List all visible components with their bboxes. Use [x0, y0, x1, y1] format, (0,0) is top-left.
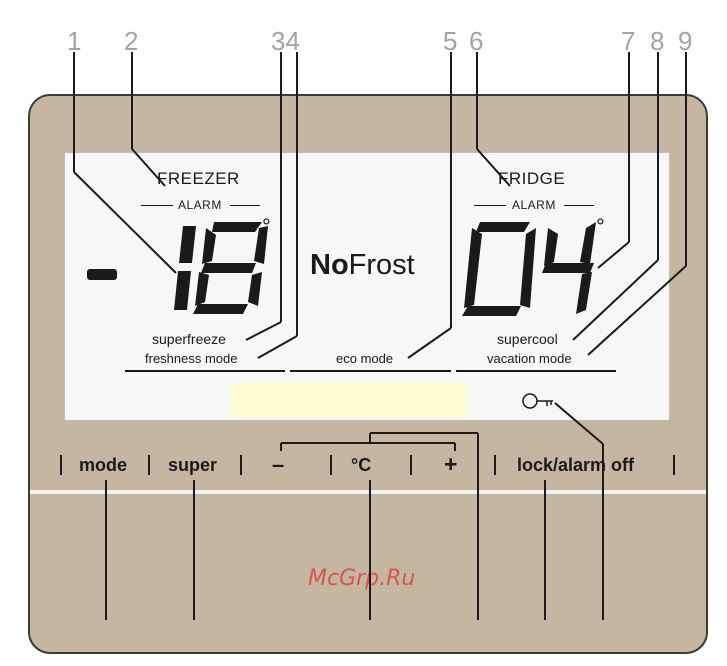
fridge-mode-line	[456, 370, 616, 372]
unit-button[interactable]: °C	[351, 455, 372, 475]
watermark: McGrp.Ru	[308, 566, 416, 591]
freezer-temperature-digits	[174, 222, 268, 314]
fridge-vacation-mode-label: vacation mode	[487, 351, 572, 366]
fridge-alarm-label: ALARM	[512, 198, 556, 212]
eco-mode-label: eco mode	[336, 351, 394, 366]
callout-5: 5	[443, 26, 458, 56]
lock-alarm-off-button[interactable]: lock/alarm off	[517, 455, 635, 475]
callout-9: 9	[678, 26, 693, 56]
fridge-alarm-line-right	[564, 205, 594, 206]
freezer-superfreeze-label: superfreeze	[152, 331, 226, 347]
plus-button[interactable]: +	[444, 451, 458, 477]
fridge-supercool-label: supercool	[497, 331, 558, 347]
callout-1: 1	[67, 26, 82, 56]
callout-6: 6	[469, 26, 484, 56]
fridge-alarm-line-left	[474, 205, 506, 206]
separator	[60, 455, 62, 475]
leader-line-1b	[73, 171, 177, 274]
fridge-title: FRIDGE	[498, 169, 566, 188]
panel-light-strip	[30, 490, 706, 494]
freezer-freshness-mode-label: freshness mode	[145, 351, 238, 366]
separator	[494, 455, 496, 475]
leader-line-6b	[476, 148, 511, 187]
separator	[330, 455, 332, 475]
leader-line-10	[554, 402, 604, 445]
separator	[673, 455, 675, 475]
leader-line-3b	[245, 321, 282, 341]
nofrost-logo: NoFrost	[310, 249, 415, 282]
leader-line-4b	[257, 335, 298, 359]
separator	[240, 455, 242, 475]
freezer-minus-segment	[87, 269, 117, 280]
leader-line-8b	[572, 259, 659, 341]
key-icon	[522, 393, 553, 409]
display-screen	[64, 152, 670, 421]
leader-line-9b	[587, 265, 687, 356]
display-highlight-area	[231, 383, 467, 417]
mode-button[interactable]: mode	[79, 455, 128, 475]
freezer-alarm-label: ALARM	[178, 198, 222, 212]
nofrost-frost: Frost	[348, 249, 415, 281]
callout-7: 7	[621, 26, 636, 56]
callout-34: 34	[271, 26, 300, 56]
freezer-title: FREEZER	[157, 169, 240, 188]
nofrost-no: No	[310, 249, 349, 281]
separator	[410, 455, 412, 475]
freezer-alarm-line-left	[141, 205, 173, 206]
separator	[148, 455, 150, 475]
callout-2: 2	[124, 26, 139, 56]
freezer-mode-line	[125, 370, 285, 372]
leader-line-2b	[131, 148, 166, 187]
super-button[interactable]: super	[168, 455, 218, 475]
fridge-degree-symbol: °	[596, 214, 605, 239]
leader-line-7b	[597, 241, 630, 269]
minus-button[interactable]: –	[272, 452, 285, 477]
fridge-temperature-digits	[462, 222, 596, 316]
callout-8: 8	[650, 26, 665, 56]
freezer-alarm-line-right	[230, 205, 260, 206]
leader-line-5b	[407, 327, 452, 359]
eco-mode-line	[290, 370, 451, 372]
